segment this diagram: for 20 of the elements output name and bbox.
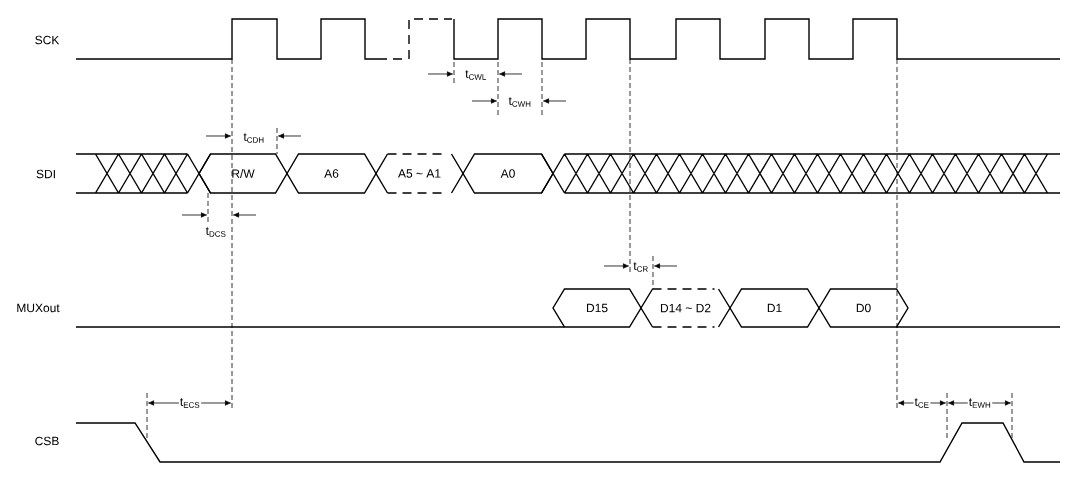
data-segment: R/W (198, 153, 288, 194)
data-segment: A6 (286, 153, 377, 194)
signal-name: SCK (35, 35, 60, 45)
timing-label: t$_{ECS}$ (178, 397, 202, 409)
data-segment: D15 (552, 288, 642, 328)
timing-label: t$_{EWH}$ (967, 397, 993, 409)
data-segment: A0 (462, 153, 554, 194)
data-segment: D0 (818, 288, 909, 328)
timing-label: t$_{CWL}$ (465, 70, 487, 80)
data-segment: A5 ~ A1 (375, 153, 464, 194)
signal-name: CSB (35, 436, 59, 446)
timing-label: t$_{CDH}$ (243, 133, 264, 143)
timing-label: t$_{CE}$ (913, 397, 931, 409)
data-segment: D14 ~ D2 (640, 288, 731, 328)
signal-name: MUXout (17, 303, 60, 313)
timing-label: t$_{CWH}$ (508, 97, 531, 107)
timing-label: t$_{DCS}$ (205, 227, 226, 237)
signal-name: SDI (36, 169, 55, 179)
timing-label: t$_{CR}$ (633, 262, 648, 272)
data-segment: D1 (729, 288, 820, 328)
